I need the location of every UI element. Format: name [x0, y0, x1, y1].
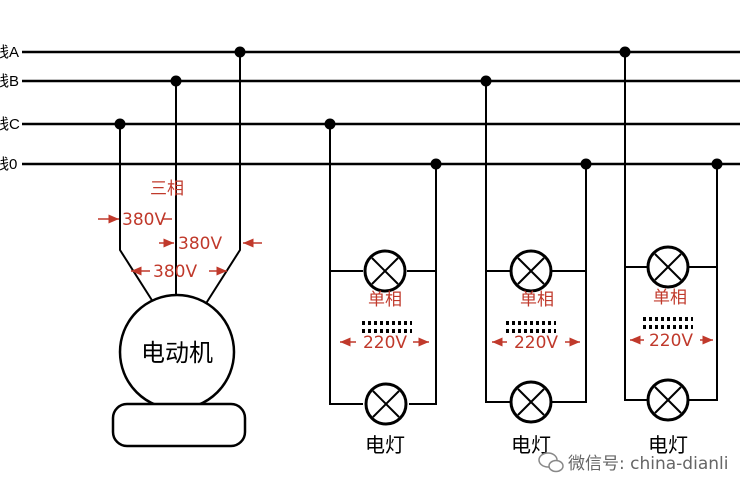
line-b-label: 线B	[0, 73, 19, 90]
lamp-label: 电灯	[365, 433, 405, 457]
watermark: 微信号: china-dianli	[538, 452, 728, 474]
motor-wire-a	[204, 52, 241, 306]
lamp-wire	[485, 81, 510, 403]
lamp-label: 电灯	[648, 433, 688, 457]
single-phase-label: 单相	[368, 290, 402, 310]
lamp-icon	[646, 245, 690, 289]
supply-lines: 线A 线B 线C 线0	[0, 44, 740, 173]
watermark-text: 微信号: china-dianli	[568, 454, 728, 474]
line-a-label: 线A	[0, 44, 19, 61]
voltage-220: 220V	[649, 331, 693, 351]
lamp-icon	[509, 249, 553, 293]
motor-label: 电动机	[141, 339, 213, 367]
voltage-380-1: 380V	[122, 210, 166, 230]
lamp-wire	[624, 52, 647, 401]
motor-wire-c	[119, 124, 156, 306]
lamp-icon	[363, 249, 407, 293]
line-c-label: 线C	[0, 116, 20, 133]
lamp-group-1: 单相 220V 电灯	[324, 118, 442, 457]
wechat-icon	[538, 452, 564, 473]
motor-base	[111, 402, 247, 448]
single-phase-label: 单相	[653, 288, 687, 308]
lamp-wire	[409, 164, 437, 405]
lamp-icon	[509, 380, 553, 424]
voltage-220: 220V	[363, 333, 407, 353]
line-zero-label: 线0	[0, 156, 17, 173]
lamp-icon	[646, 378, 690, 422]
single-phase-label: 单相	[520, 290, 554, 310]
lamp-wire	[689, 164, 718, 401]
lamp-icon	[364, 382, 408, 426]
lamp-group-3: 单相 220V 电灯	[619, 46, 723, 457]
lamp-group-2: 单相 220V 电灯	[480, 75, 592, 457]
voltage-380-2: 380V	[178, 234, 222, 254]
three-phase-label: 三相	[150, 179, 184, 199]
voltage-220: 220V	[514, 333, 558, 353]
voltage-380-3: 380V	[153, 262, 197, 282]
lamp-wire	[329, 124, 363, 405]
lamp-wire	[552, 164, 587, 403]
motor-circuit: 三相 380V 380V 380V 电动机	[98, 46, 262, 448]
